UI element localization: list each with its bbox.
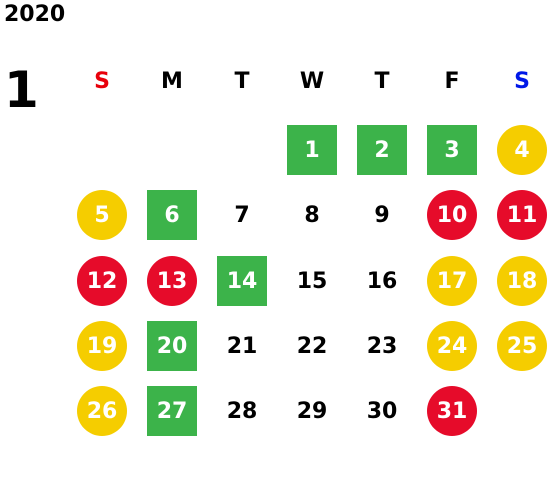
day-cell[interactable]: 14 — [217, 256, 267, 306]
day-cell[interactable]: 28 — [226, 398, 258, 424]
day-cell[interactable]: 26 — [77, 386, 127, 436]
month-label: 1 — [4, 61, 39, 119]
day-cell[interactable]: 20 — [147, 321, 197, 371]
day-cell[interactable]: 4 — [497, 125, 547, 175]
day-cell[interactable]: 7 — [234, 202, 250, 228]
day-cell[interactable]: 11 — [497, 190, 547, 240]
day-cell[interactable]: 9 — [374, 202, 390, 228]
weekday-header: F — [444, 68, 460, 94]
weekday-header: S — [514, 68, 530, 94]
weekday-header: T — [234, 68, 250, 94]
day-cell[interactable]: 2 — [357, 125, 407, 175]
day-cell[interactable]: 8 — [304, 202, 320, 228]
day-cell[interactable]: 31 — [427, 386, 477, 436]
day-cell[interactable]: 17 — [427, 256, 477, 306]
year-label: 2020 — [4, 2, 66, 27]
day-cell[interactable]: 27 — [147, 386, 197, 436]
day-cell[interactable]: 15 — [296, 268, 328, 294]
day-cell[interactable]: 16 — [366, 268, 398, 294]
day-cell[interactable]: 18 — [497, 256, 547, 306]
weekday-header: M — [161, 68, 183, 94]
weekday-header: S — [94, 68, 110, 94]
weekday-header: T — [374, 68, 390, 94]
day-cell[interactable]: 24 — [427, 321, 477, 371]
day-cell[interactable]: 25 — [497, 321, 547, 371]
day-cell[interactable]: 19 — [77, 321, 127, 371]
day-cell[interactable]: 22 — [296, 333, 328, 359]
day-cell[interactable]: 21 — [226, 333, 258, 359]
day-cell[interactable]: 12 — [77, 256, 127, 306]
day-cell[interactable]: 13 — [147, 256, 197, 306]
day-cell[interactable]: 6 — [147, 190, 197, 240]
day-cell[interactable]: 29 — [296, 398, 328, 424]
weekday-header: W — [299, 68, 325, 94]
day-cell[interactable]: 10 — [427, 190, 477, 240]
day-cell[interactable]: 23 — [366, 333, 398, 359]
day-cell[interactable]: 30 — [366, 398, 398, 424]
day-cell[interactable]: 1 — [287, 125, 337, 175]
day-cell[interactable]: 3 — [427, 125, 477, 175]
day-cell[interactable]: 5 — [77, 190, 127, 240]
